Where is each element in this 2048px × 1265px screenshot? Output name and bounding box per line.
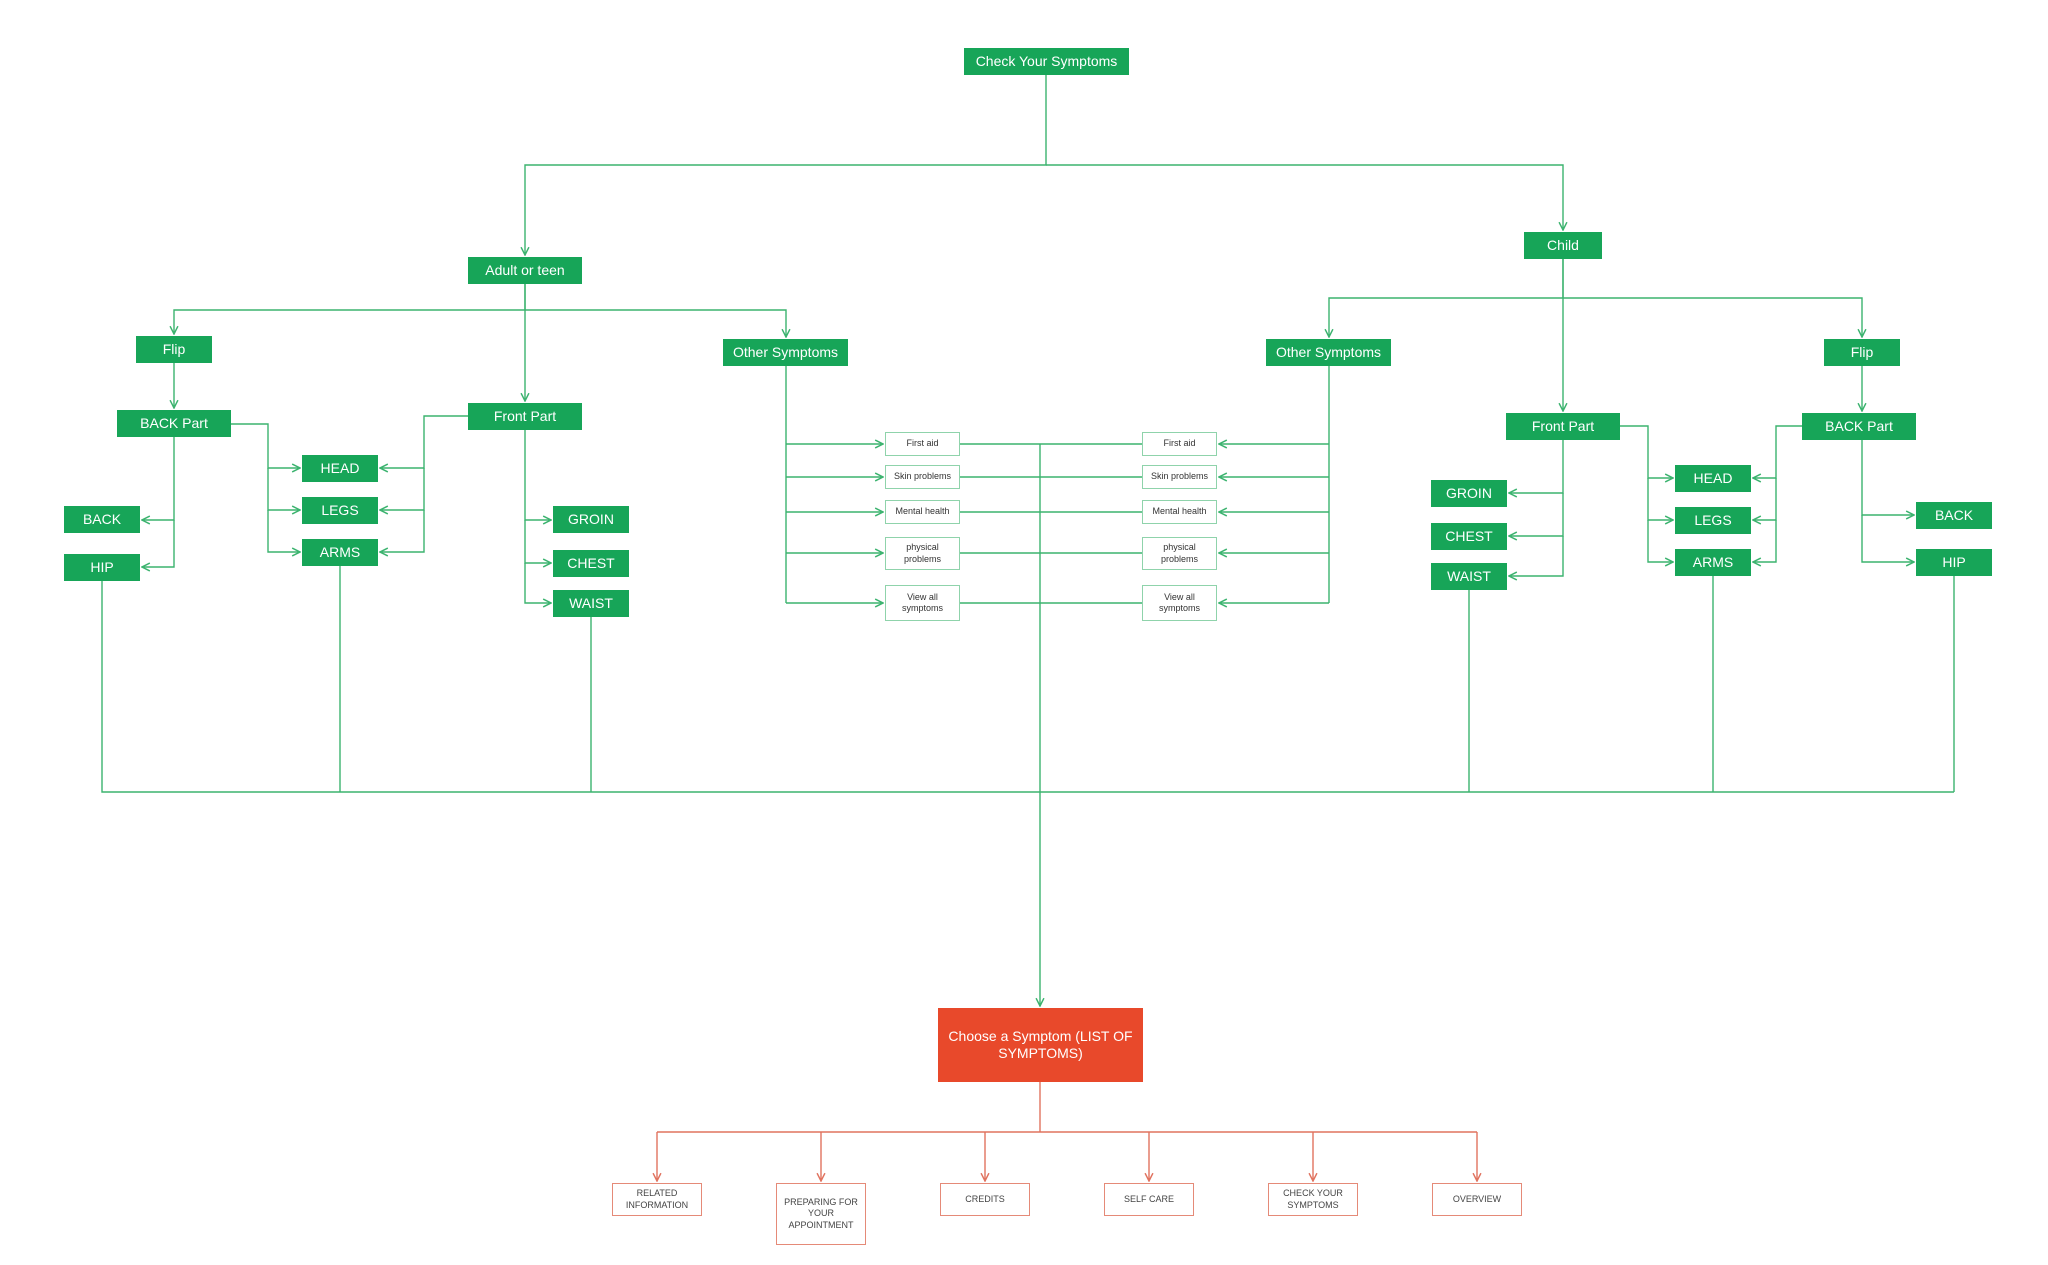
front-to-legs [380, 468, 425, 510]
adult-waist-item[interactable]: WAIST [553, 590, 629, 617]
back-to-legs [267, 468, 300, 510]
adult-flip-node[interactable]: Flip [136, 336, 212, 363]
back-to-head [231, 423, 300, 468]
collector-bus [101, 581, 1954, 793]
adult-front-part-node[interactable]: Front Part [468, 403, 582, 430]
front-to-chest-child [1509, 493, 1564, 536]
adult-head-item[interactable]: HEAD [302, 455, 378, 482]
adult-legs-item[interactable]: LEGS [302, 497, 378, 524]
adult-first-aid-item[interactable]: First aid [885, 432, 960, 456]
child-physical-problems-item[interactable]: physical problems [1142, 537, 1217, 570]
adult-to-flip [174, 284, 526, 334]
root-to-adult [525, 75, 1047, 255]
self-care-node[interactable]: SELF CARE [1104, 1183, 1194, 1216]
back-to-arms-child [1753, 520, 1777, 562]
check-your-symptoms-output-node[interactable]: CHECK YOUR SYMPTOMS [1268, 1183, 1358, 1216]
adult-back-part-node[interactable]: BACK Part [117, 410, 231, 437]
child-chest-item[interactable]: CHEST [1431, 523, 1507, 550]
adult-groin-item[interactable]: GROIN [553, 506, 629, 533]
credits-node[interactable]: CREDITS [940, 1183, 1030, 1216]
front-to-head-child [1620, 425, 1673, 478]
front-to-groin-child [1509, 440, 1564, 493]
adult-arms-item[interactable]: ARMS [302, 539, 378, 566]
child-mental-health-item[interactable]: Mental health [1142, 500, 1217, 524]
child-hip-item[interactable]: HIP [1916, 549, 1992, 576]
child-to-flip [1563, 297, 1862, 337]
root-to-child [1046, 164, 1563, 230]
child-first-aid-item[interactable]: First aid [1142, 432, 1217, 456]
adult-hip-item[interactable]: HIP [64, 554, 140, 581]
child-node[interactable]: Child [1524, 232, 1602, 259]
front-to-arms-child [1647, 520, 1673, 562]
adult-chest-item[interactable]: CHEST [553, 550, 629, 577]
child-skin-problems-item[interactable]: Skin problems [1142, 465, 1217, 489]
adult-skin-problems-item[interactable]: Skin problems [885, 465, 960, 489]
adult-mental-health-item[interactable]: Mental health [885, 500, 960, 524]
adult-or-teen-node[interactable]: Adult or teen [468, 257, 582, 284]
front-to-waist-child [1509, 536, 1564, 576]
child-back-item[interactable]: BACK [1916, 502, 1992, 529]
adult-back-item[interactable]: BACK [64, 506, 140, 533]
preparing-for-appointment-node[interactable]: PREPARING FOR YOUR APPOINTMENT [776, 1183, 866, 1245]
child-waist-item[interactable]: WAIST [1431, 563, 1507, 590]
child-legs-item[interactable]: LEGS [1675, 507, 1751, 534]
child-view-all-symptoms-item[interactable]: View all symptoms [1142, 585, 1217, 621]
check-your-symptoms-node[interactable]: Check Your Symptoms [964, 48, 1129, 75]
back-to-hip [142, 520, 175, 567]
child-back-part-node[interactable]: BACK Part [1802, 413, 1916, 440]
front-to-waist [524, 563, 551, 603]
front-to-arms [380, 510, 425, 552]
choose-a-symptom-node[interactable]: Choose a Symptom (LIST OF SYMPTOMS) [938, 1008, 1143, 1082]
adult-physical-problems-item[interactable]: physical problems [885, 537, 960, 570]
back-to-legs-child [1753, 478, 1777, 520]
child-other-symptoms-node[interactable]: Other Symptoms [1266, 339, 1391, 366]
adult-other-symptoms-node[interactable]: Other Symptoms [723, 339, 848, 366]
back-to-hip-child [1861, 515, 1914, 562]
back-to-back [142, 437, 175, 520]
adult-to-other [525, 309, 786, 337]
related-information-node[interactable]: RELATED INFORMATION [612, 1183, 702, 1216]
child-to-other [1329, 259, 1564, 337]
front-to-legs-child [1647, 478, 1673, 520]
child-head-item[interactable]: HEAD [1675, 465, 1751, 492]
back-to-back-child [1861, 440, 1914, 515]
front-to-chest [524, 520, 551, 563]
front-to-groin [524, 430, 551, 520]
child-arms-item[interactable]: ARMS [1675, 549, 1751, 576]
back-to-arms [267, 510, 300, 552]
front-to-head [380, 415, 468, 468]
child-groin-item[interactable]: GROIN [1431, 480, 1507, 507]
back-to-head-child [1753, 425, 1802, 478]
overview-node[interactable]: OVERVIEW [1432, 1183, 1522, 1216]
child-flip-node[interactable]: Flip [1824, 339, 1900, 366]
child-front-part-node[interactable]: Front Part [1506, 413, 1620, 440]
adult-view-all-symptoms-item[interactable]: View all symptoms [885, 585, 960, 621]
